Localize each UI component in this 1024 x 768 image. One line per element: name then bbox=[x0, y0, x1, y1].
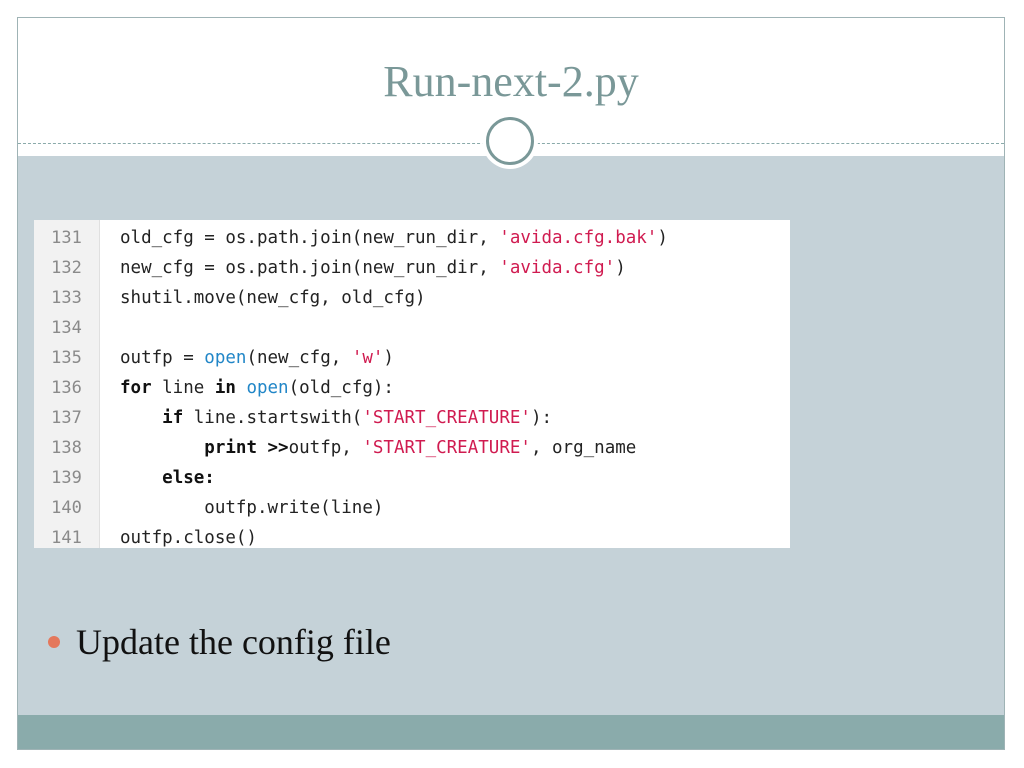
code-token: 'w' bbox=[351, 348, 384, 368]
code-line: else: bbox=[120, 463, 790, 493]
code-token: new_cfg = os.path.join(new_run_dir, bbox=[120, 258, 500, 278]
code-token bbox=[120, 408, 162, 428]
code-line: print >>outfp, 'START_CREATURE', org_nam… bbox=[120, 433, 790, 463]
code-token: ) bbox=[657, 228, 668, 248]
code-line: for line in open(old_cfg): bbox=[120, 373, 790, 403]
line-number: 137 bbox=[51, 408, 82, 428]
code-line: outfp = open(new_cfg, 'w') bbox=[120, 343, 790, 373]
circle-ornament-icon bbox=[482, 113, 538, 169]
code-token: outfp, bbox=[288, 438, 363, 458]
code-line: shutil.move(new_cfg, old_cfg) bbox=[120, 283, 790, 313]
code-token: 'avida.cfg.bak' bbox=[499, 228, 658, 248]
bullet-text: Update the config file bbox=[76, 622, 391, 662]
code-token: outfp.close() bbox=[120, 528, 257, 548]
slide-title: Run-next-2.py bbox=[383, 57, 639, 106]
code-token bbox=[236, 378, 247, 398]
bullet-dot-icon bbox=[48, 636, 60, 648]
line-number: 134 bbox=[51, 318, 82, 338]
line-number: 131 bbox=[51, 228, 82, 248]
code-screenshot: 131 132 133 134 135 136 137 138 139 140 141 old_cf… bbox=[34, 220, 790, 548]
code-token: old_cfg = os.path.join(new_run_dir, bbox=[120, 228, 500, 248]
line-number: 139 bbox=[51, 468, 82, 488]
code-token: outfp = bbox=[120, 348, 205, 368]
line-number: 135 bbox=[51, 348, 82, 368]
code-token: if bbox=[162, 408, 184, 428]
code-token: open bbox=[204, 348, 247, 368]
line-number: 132 bbox=[51, 258, 82, 278]
line-number: 136 bbox=[51, 378, 82, 398]
code-token: 'START_CREATURE' bbox=[362, 408, 531, 428]
code-token: shutil.move(new_cfg, old_cfg) bbox=[120, 288, 426, 308]
code-token: , org_name bbox=[530, 438, 637, 458]
line-number: 140 bbox=[51, 498, 82, 518]
bullet-item: Update the config file bbox=[48, 621, 391, 663]
code-token: outfp.write(line) bbox=[120, 498, 384, 518]
line-number: 133 bbox=[51, 288, 82, 308]
code-token: ): bbox=[530, 408, 553, 428]
code-token: (new_cfg, bbox=[246, 348, 352, 368]
code-token: (old_cfg): bbox=[288, 378, 394, 398]
code-token: line bbox=[151, 378, 215, 398]
code-line bbox=[120, 313, 790, 343]
code-token: ) bbox=[383, 348, 394, 368]
line-number: 138 bbox=[51, 438, 82, 458]
code-token: 'START_CREATURE' bbox=[362, 438, 531, 458]
code-token: ) bbox=[615, 258, 626, 278]
line-number: 141 bbox=[51, 528, 82, 548]
code-token: print >> bbox=[204, 438, 289, 458]
code-line: outfp.close() bbox=[120, 523, 790, 553]
code-body: old_cfg = os.path.join(new_run_dir, 'avi… bbox=[100, 220, 790, 548]
line-number-gutter: 131 132 133 134 135 136 137 138 139 140 141 bbox=[34, 220, 100, 548]
code-line: outfp.write(line) bbox=[120, 493, 790, 523]
code-line: new_cfg = os.path.join(new_run_dir, 'avi… bbox=[120, 253, 790, 283]
code-token: 'avida.cfg' bbox=[499, 258, 616, 278]
code-token: for bbox=[120, 378, 152, 398]
code-line: if line.startswith('START_CREATURE'): bbox=[120, 403, 790, 433]
footer-bar bbox=[18, 715, 1004, 749]
code-line: old_cfg = os.path.join(new_run_dir, 'avi… bbox=[120, 223, 790, 253]
code-token: open bbox=[246, 378, 289, 398]
code-token: line.startswith( bbox=[183, 408, 363, 428]
code-token bbox=[120, 438, 204, 458]
code-token: in bbox=[214, 378, 236, 398]
circle-ornament-inner bbox=[486, 117, 534, 165]
code-token: else: bbox=[162, 468, 215, 488]
code-token bbox=[120, 468, 162, 488]
